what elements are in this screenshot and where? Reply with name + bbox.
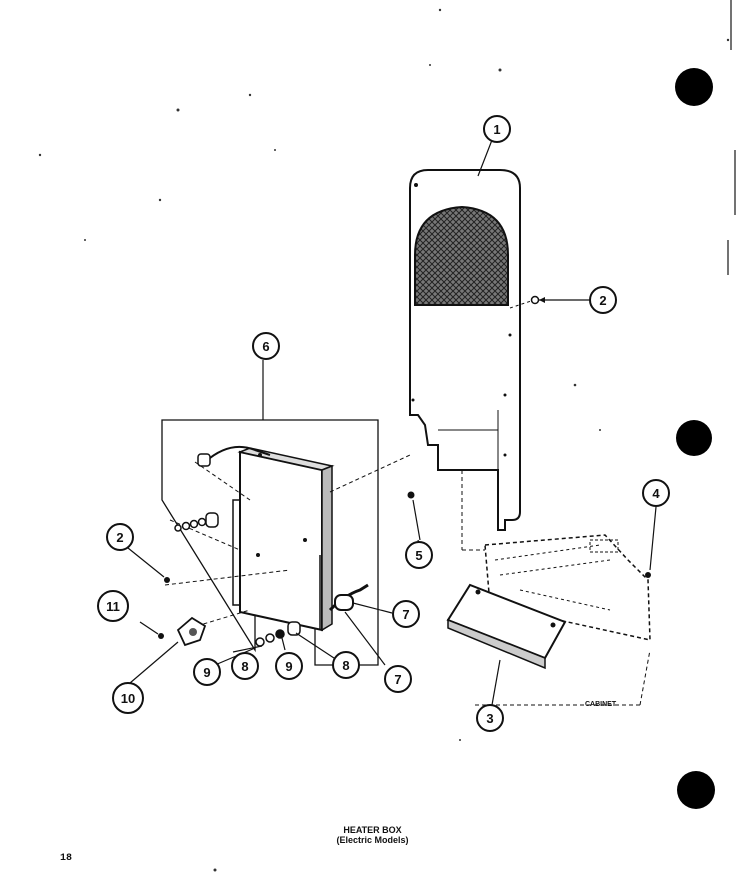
screw-lower	[127, 547, 170, 583]
callout-7-upper: 7	[392, 600, 420, 628]
svg-text:11: 11	[106, 599, 120, 614]
back-panel	[409, 169, 521, 531]
screw-upper	[509, 295, 590, 309]
callout-1: 1	[483, 115, 511, 143]
svg-text:6: 6	[262, 339, 269, 354]
callout-2-lower: 2	[106, 523, 134, 551]
callout-8-right: 8	[332, 651, 360, 679]
callout-11: 11	[97, 590, 129, 622]
callout-5: 5	[405, 541, 433, 569]
screw-11	[139, 621, 164, 639]
svg-text:5: 5	[415, 548, 422, 563]
callout-10: 10	[112, 682, 144, 714]
binder-holes	[675, 68, 715, 809]
svg-text:3: 3	[486, 711, 493, 726]
svg-text:10: 10	[121, 691, 135, 706]
thermostat	[176, 616, 207, 647]
insulator-stack	[174, 512, 219, 532]
terminal-washers-lower	[255, 621, 301, 647]
svg-text:7: 7	[402, 607, 409, 622]
svg-text:7: 7	[394, 672, 401, 687]
svg-text:1: 1	[493, 122, 500, 137]
callout-8-left: 8	[231, 652, 259, 680]
scan-speckles	[38, 8, 730, 872]
caption-subtitle: (Electric Models)	[336, 835, 409, 845]
svg-text:9: 9	[285, 659, 292, 674]
callout-2-upper: 2	[589, 286, 617, 314]
caption-title: HEATER BOX	[343, 825, 402, 835]
svg-text:2: 2	[599, 293, 606, 308]
svg-text:8: 8	[241, 659, 248, 674]
callout-3: 3	[476, 704, 504, 732]
terminal-insulator-upper	[334, 594, 393, 614]
svg-text:9: 9	[203, 665, 210, 680]
heater-cover	[446, 583, 567, 670]
heater-element	[197, 446, 369, 632]
callout-4: 4	[642, 479, 670, 507]
svg-text:4: 4	[652, 486, 660, 501]
page-number: 18	[60, 853, 73, 864]
callout-9-right: 9	[275, 652, 303, 680]
callout-7-lower: 7	[384, 665, 412, 693]
binder-hole	[676, 420, 712, 456]
svg-text:2: 2	[116, 530, 123, 545]
callout-6: 6	[252, 332, 280, 360]
binder-hole	[677, 771, 715, 809]
right-edge-marks	[727, 0, 736, 275]
callout-9-left: 9	[193, 658, 221, 686]
mesh-screen	[414, 205, 509, 306]
binder-hole	[675, 68, 713, 106]
cabinet-label: CABINET	[585, 701, 617, 708]
svg-text:8: 8	[342, 658, 349, 673]
screw-5	[407, 491, 421, 541]
